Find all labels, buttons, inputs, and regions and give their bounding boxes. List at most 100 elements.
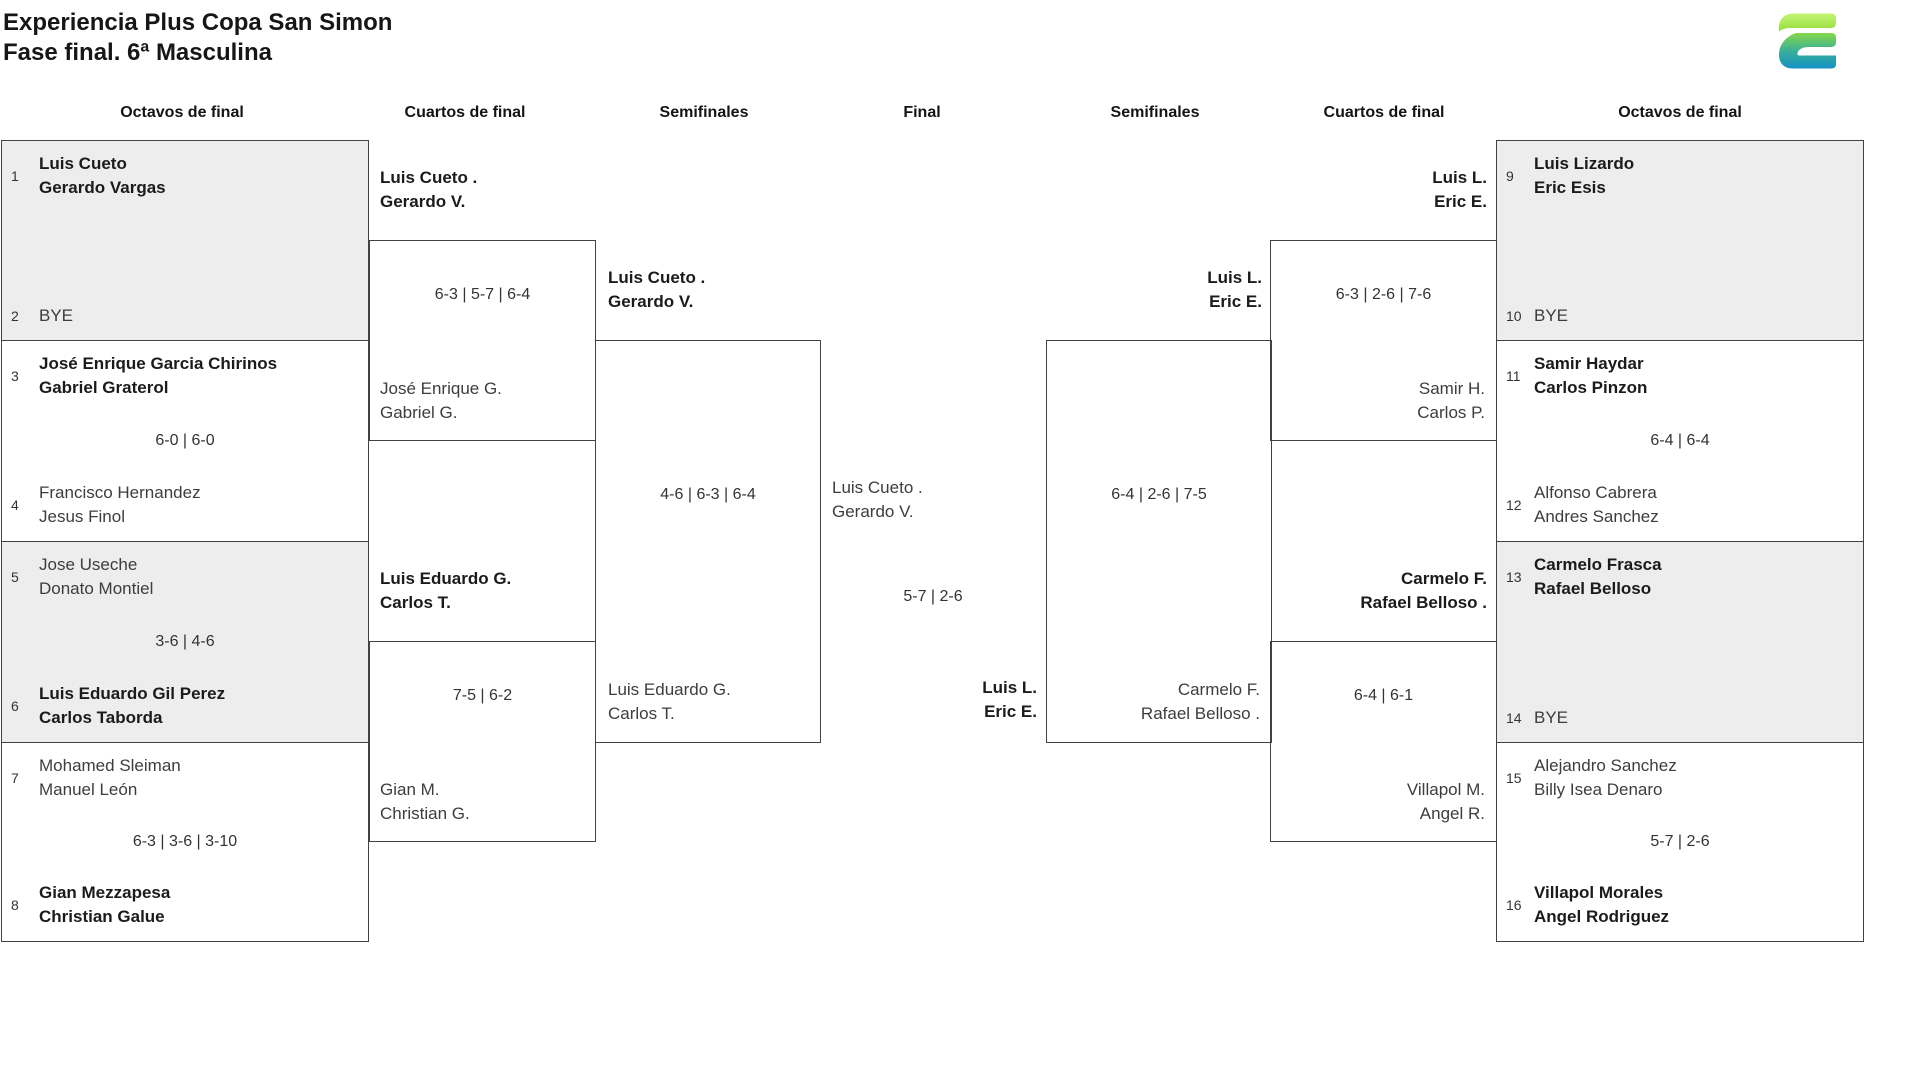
team-names: Luis Lizardo Eric Esis [1534, 152, 1634, 200]
match-box-octavos-r4: 15 Alejandro Sanchez Billy Isea Denaro 5… [1496, 742, 1864, 942]
player-name: Eric E. [984, 702, 1037, 721]
team-entry-seed-9: 9 Luis Lizardo Eric Esis [1506, 152, 1857, 200]
match-score: 7-5 | 6-2 [452, 687, 513, 704]
seed-number: 7 [11, 770, 19, 786]
seed-number: 2 [11, 308, 19, 324]
player-name: Manuel León [39, 780, 138, 799]
team-names: Jose Useche Donato Montiel [39, 553, 153, 601]
player-name: Gerardo V. [608, 292, 694, 311]
team-entry-seed-11: 11 Samir Haydar Carlos Pinzon [1506, 352, 1857, 400]
player-name: Gabriel Graterol [39, 378, 169, 397]
player-name: Rafael Belloso [1534, 579, 1652, 598]
logo-swoosh-shape [1779, 33, 1836, 69]
team-entry-seed-2: 2 BYE [11, 304, 362, 328]
seed-number: 8 [11, 897, 19, 913]
tournament-name: Experiencia Plus Copa San Simon [3, 9, 393, 36]
player-name: Luis L. [1207, 268, 1262, 287]
seed-number: 14 [1506, 710, 1522, 726]
logo-leaf-shape [1778, 13, 1836, 32]
player-name: Carlos Pinzon [1534, 378, 1648, 397]
team-entry-seed-14: 14 BYE [1506, 706, 1857, 730]
eliminated-team-label: Gian M. Christian G. [380, 778, 470, 826]
player-name: Luis Eduardo Gil Perez [39, 684, 226, 703]
advancing-team-label: Luis Eduardo G. Carlos T. [380, 567, 511, 615]
match-score: 6-3 | 3-6 | 3-10 [132, 833, 238, 850]
player-name: Gian M. [380, 780, 440, 799]
match-score: 4-6 | 6-3 | 6-4 [660, 486, 756, 503]
advancing-team-label: Luis L. Eric E. [1432, 166, 1487, 214]
team-names: Francisco Hernandez Jesus Finol [39, 481, 201, 529]
player-name: Luis Eduardo G. [380, 569, 512, 588]
player-name: Christian Galue [39, 907, 165, 926]
seed-number: 15 [1506, 770, 1522, 786]
player-name: Angel R. [1419, 804, 1485, 823]
player-name: Samir Haydar [1534, 354, 1644, 373]
brand-logo-icon [1778, 13, 1836, 69]
player-name: Christian G. [380, 804, 470, 823]
player-name: Villapol M. [1406, 780, 1485, 799]
match-box-semifinal-right [1046, 340, 1272, 743]
match-box-octavos-l3: 5 Jose Useche Donato Montiel 3-6 | 4-6 6… [1, 541, 369, 743]
team-entry-seed-10: 10 BYE [1506, 304, 1857, 328]
match-score: 6-3 | 5-7 | 6-4 [434, 286, 531, 303]
player-name: Luis Eduardo G. [608, 680, 731, 699]
team-names: Alejandro Sanchez Billy Isea Denaro [1534, 754, 1677, 802]
final-left-team-label: Luis Cueto . Gerardo V. [832, 476, 923, 524]
match-box-octavos-l2: 3 José Enrique Garcia Chirinos Gabriel G… [1, 340, 369, 542]
team-names: Samir Haydar Carlos Pinzon [1534, 352, 1647, 400]
player-name: Eric E. [1209, 292, 1262, 311]
seed-number: 12 [1506, 497, 1522, 513]
player-name: Francisco Hernandez [39, 483, 201, 502]
player-name: José Enrique Garcia Chirinos [39, 354, 278, 373]
phase-category: Fase final. 6ª Masculina [3, 39, 272, 66]
player-name: Andres Sanchez [1534, 507, 1659, 526]
round-header-octavos-left: Octavos de final [120, 104, 244, 121]
seed-number: 11 [1506, 368, 1521, 384]
match-score: 5-7 | 2-6 [1650, 833, 1710, 850]
team-entry-seed-12: 12 Alfonso Cabrera Andres Sanchez [1506, 481, 1857, 529]
player-name: Carlos Taborda [39, 708, 163, 727]
team-names: BYE [1534, 304, 1568, 328]
team-names: BYE [39, 304, 73, 328]
team-entry-seed-4: 4 Francisco Hernandez Jesus Finol [11, 481, 362, 529]
player-name: Eric E. [1434, 192, 1487, 211]
player-name: Rafael Belloso . [1360, 593, 1487, 612]
player-name: Carlos T. [380, 593, 451, 612]
player-name: Angel Rodriguez [1534, 907, 1670, 926]
player-name: Gian Mezzapesa [39, 883, 171, 902]
team-entry-seed-16: 16 Villapol Morales Angel Rodriguez [1506, 881, 1857, 929]
round-header-semis-right: Semifinales [1110, 104, 1200, 121]
seed-number: 16 [1506, 897, 1522, 913]
match-score: 3-6 | 4-6 [155, 633, 215, 650]
seed-number: 4 [11, 497, 19, 513]
round-header-semis-left: Semifinales [659, 104, 749, 121]
player-name: BYE [1534, 306, 1569, 325]
round-header-cuartos-right: Cuartos de final [1323, 104, 1445, 121]
eliminated-team-label: Villapol M. Angel R. [1407, 778, 1485, 826]
advancing-team-label: Luis Cueto . Gerardo V. [608, 266, 705, 314]
match-box-octavos-l1: 1 Luis Cueto Gerardo Vargas 2 BYE [1, 140, 369, 341]
team-entry-seed-3: 3 José Enrique Garcia Chirinos Gabriel G… [11, 352, 362, 400]
match-score: 6-4 | 6-4 [1650, 432, 1710, 449]
player-name: Alejandro Sanchez [1534, 756, 1677, 775]
player-name: Luis Cueto [39, 154, 127, 173]
player-name: Luis Cueto . [380, 168, 478, 187]
team-entry-seed-5: 5 Jose Useche Donato Montiel [11, 553, 362, 601]
match-score: 6-4 | 2-6 | 7-5 [1111, 486, 1207, 503]
player-name: Jesus Finol [39, 507, 125, 526]
player-name: Samir H. [1418, 379, 1485, 398]
advancing-team-label: Luis L. Eric E. [1207, 266, 1262, 314]
team-names: Gian Mezzapesa Christian Galue [39, 881, 170, 929]
player-name: Luis Lizardo [1534, 154, 1635, 173]
match-score: 6-4 | 6-1 [1353, 687, 1414, 704]
player-name: Carmelo Frasca [1534, 555, 1662, 574]
seed-number: 5 [11, 569, 19, 585]
seed-number: 6 [11, 698, 19, 714]
seed-number: 13 [1506, 569, 1522, 585]
player-name: Gerardo V. [832, 502, 914, 521]
eliminated-team-label: José Enrique G. Gabriel G. [380, 377, 502, 425]
player-name: BYE [1534, 708, 1569, 727]
player-name: Carlos P. [1417, 403, 1485, 422]
seed-number: 1 [11, 168, 19, 184]
